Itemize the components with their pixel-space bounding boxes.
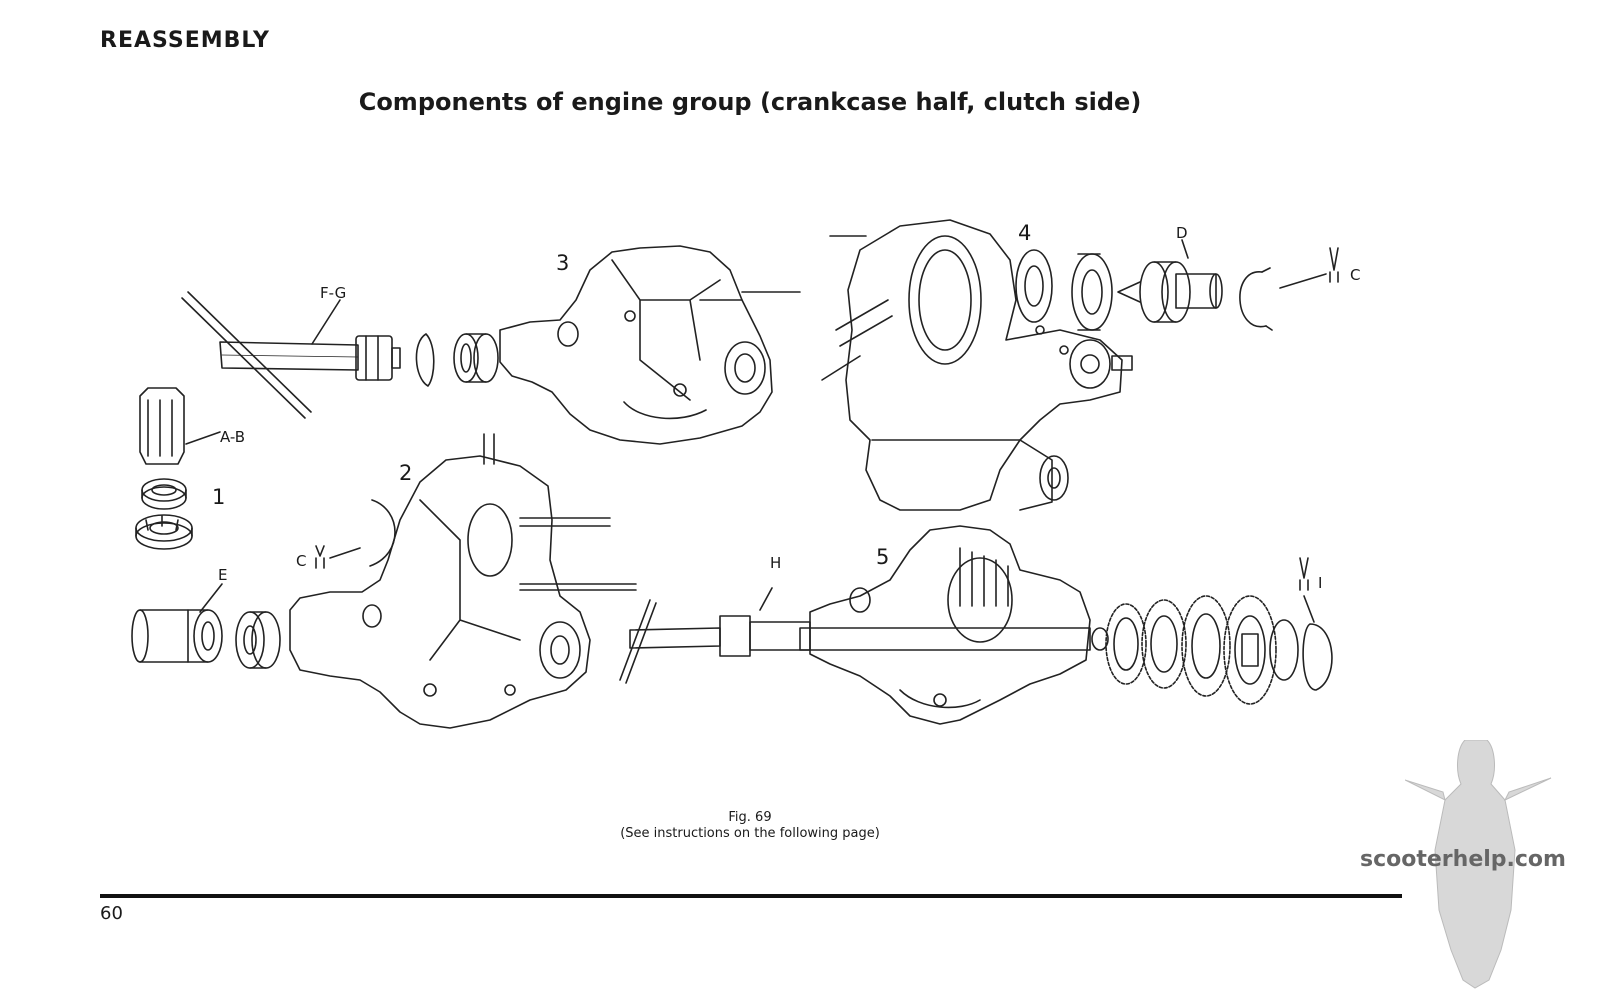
crankcase-3	[499, 245, 801, 445]
tool-d	[1117, 261, 1223, 323]
bearing-pair-4	[1015, 249, 1113, 331]
label-c-right: C	[1350, 266, 1360, 284]
caption-figure-number: Fig. 69	[728, 810, 772, 825]
label-fg: F-G	[320, 284, 346, 302]
ring-clip-c-left	[369, 499, 396, 567]
footer-rule	[100, 894, 1402, 898]
tool-h	[619, 587, 811, 684]
label-h: H	[770, 554, 781, 572]
gear-cluster	[1105, 595, 1299, 705]
label-4: 4	[1018, 221, 1031, 245]
circlip-i	[1302, 623, 1333, 691]
label-ab: A-B	[220, 428, 245, 446]
label-d: D	[1176, 224, 1188, 242]
sleeve-e	[131, 583, 223, 663]
label-2: 2	[399, 461, 412, 485]
ring-clip-c-right	[1239, 271, 1267, 328]
seal-bearing	[453, 333, 499, 383]
section-heading: REASSEMBLY	[100, 28, 270, 53]
figure-title: Components of engine group (crankcase ha…	[358, 88, 1142, 116]
scooter-silhouette-logo	[1405, 740, 1552, 989]
label-5: 5	[876, 545, 889, 569]
clip	[415, 333, 435, 387]
watermark-text: scooterhelp.com	[1360, 847, 1566, 872]
crankcase-2	[289, 433, 637, 729]
label-i: I	[1318, 574, 1322, 592]
crankcase-5	[799, 525, 1109, 725]
label-1: 1	[212, 485, 225, 509]
crankcase-4	[821, 219, 1133, 511]
figure-caption: Fig. 69 (See instructions on the followi…	[560, 810, 940, 842]
bearing-e	[235, 611, 281, 669]
tool-ab	[139, 387, 221, 465]
tool-fg	[181, 291, 401, 419]
page-number: 60	[100, 903, 123, 924]
castle-nut	[135, 514, 193, 550]
label-c-left: C	[296, 552, 306, 570]
label-3: 3	[556, 251, 569, 275]
label-e: E	[218, 566, 227, 584]
caption-instructions: (See instructions on the following page)	[620, 826, 880, 841]
